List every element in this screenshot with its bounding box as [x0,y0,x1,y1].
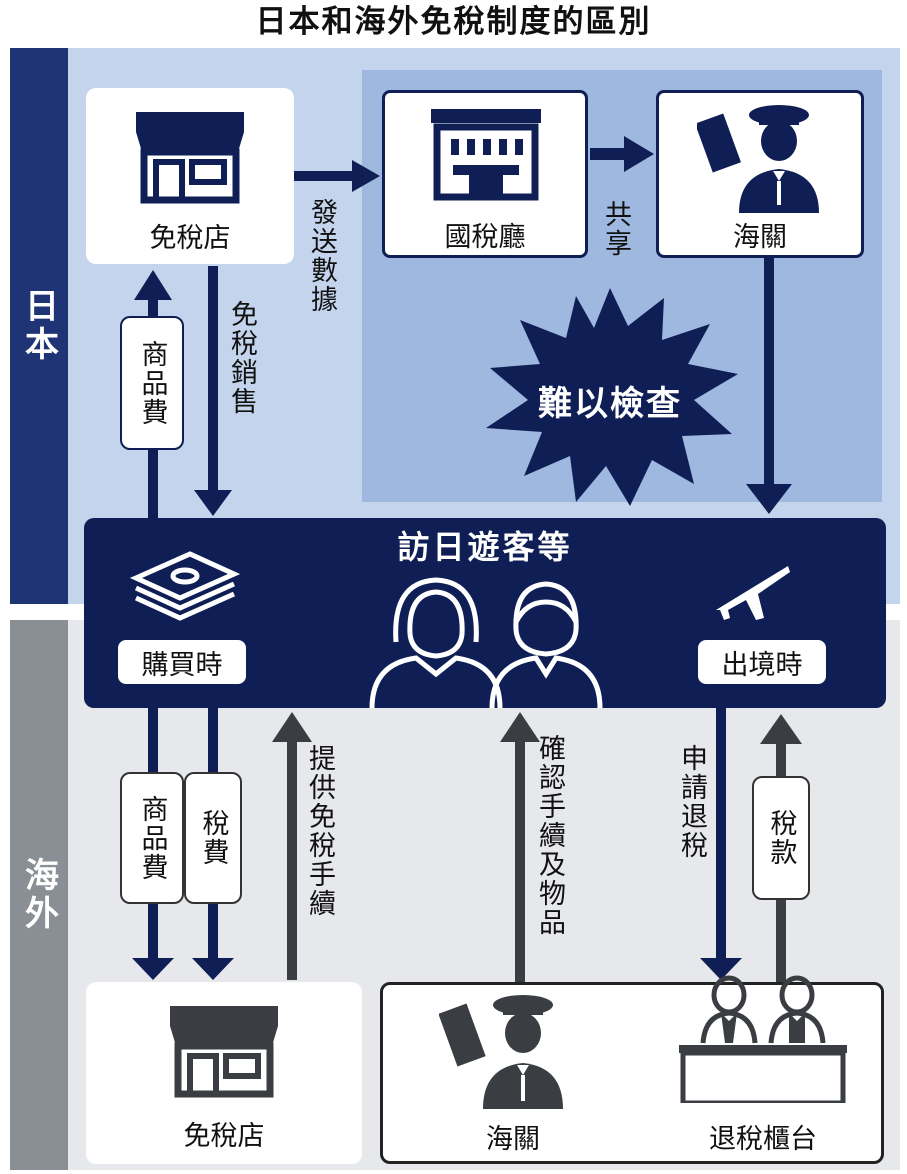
japan-shop-label: 免稅店 [149,223,231,254]
at-purchase-badge: 購買時 [118,640,246,684]
tax-agency-card: 國稅廳 [382,90,588,258]
overseas-authority-card: 海關 退稅櫃台 [380,975,884,1164]
store-icon [170,1006,278,1098]
refund-counter-label: 退稅櫃台 [709,1124,817,1155]
overseas-shop-card: 免稅店 [86,982,362,1164]
japan-goods-fee-pill: 商品費 [120,316,184,450]
hard-to-check-label: 難以檢查 [538,384,682,424]
dutyfree-sale-label: 免稅銷售 [226,300,258,416]
tax-agency-label: 國稅廳 [444,222,526,253]
building-icon [431,109,541,201]
japan-label: 日本 [10,48,68,604]
page-title: 日本和海外免稅制度的區別 [255,4,652,40]
overseas-shop-label: 免稅店 [183,1121,265,1152]
overseas-goods-fee-pill: 商品費 [120,772,184,904]
overseas-tax-fee-pill: 稅費 [184,772,242,904]
customs-officer-icon [439,995,563,1109]
confirm-procedure-label: 確認手續及物品 [534,734,566,937]
at-departure-badge: 出境時 [698,640,826,684]
apply-refund-label: 申請退稅 [676,744,708,860]
burst-shape [486,288,738,506]
visitor-title: 訪日遊客等 [397,528,573,566]
overseas-customs-label: 海關 [486,1124,540,1155]
overseas-label: 海外 [10,620,68,1170]
customs-officer-icon [697,105,819,213]
tax-payment-pill: 稅款 [752,776,810,900]
japan-customs-card: 海關 [656,90,864,258]
japan-goods-fee-label: 商品費 [136,339,168,427]
airplane-icon [716,566,790,620]
japan-customs-label: 海關 [733,222,787,253]
visitors-icon [369,577,603,708]
overseas-goods-fee-label: 商品費 [136,794,168,882]
share-label: 共享 [600,200,632,258]
send-data-label: 發送數據 [306,198,338,314]
refund-staff-icon [679,975,847,1103]
store-icon [136,112,244,204]
japan-shop-card: 免稅店 [86,88,294,264]
tax-payment-label: 稅款 [765,809,797,867]
provide-procedure-label: 提供免稅手續 [304,744,336,918]
money-stack-icon [130,551,240,621]
overseas-tax-fee-label: 稅費 [197,809,229,867]
